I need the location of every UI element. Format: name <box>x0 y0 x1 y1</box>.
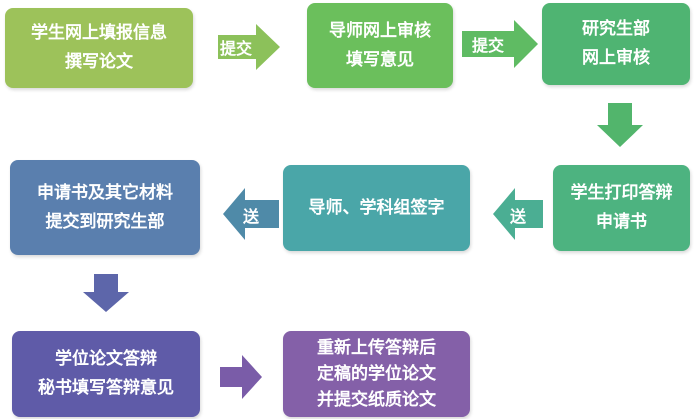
step-1-line-1: 学生网上填报信息 <box>31 23 167 43</box>
step-7-line-1: 学位论文答辩 <box>55 349 157 369</box>
arrow-4-label: 送 <box>510 207 527 226</box>
right-arrow-icon <box>220 355 262 399</box>
left-arrow-icon <box>223 188 279 240</box>
step-7-box: 学位论文答辩 秘书填写答辩意见 <box>12 331 200 417</box>
step-2-line-2: 填写意见 <box>346 49 414 70</box>
step-2-line-1: 导师网上审核 <box>329 20 431 41</box>
down-arrow-icon <box>83 274 129 312</box>
step-4-line-2: 申请书 <box>596 212 647 232</box>
step-3-line-2: 网上审核 <box>582 48 650 68</box>
step-3-box: 研究生部 网上审核 <box>542 3 690 85</box>
step-8-line-2: 定稿的学位论文 <box>317 364 436 384</box>
arrow-5-label: 送 <box>243 207 260 226</box>
step-6-line-2: 提交到研究生部 <box>45 211 165 232</box>
step-1-line-2: 撰写论文 <box>65 52 133 72</box>
step-4-line-1: 学生打印答辩 <box>570 183 673 203</box>
right-arrow-icon <box>218 24 280 70</box>
step-8-line-3: 并提交纸质论文 <box>317 390 436 410</box>
step-8-line-1: 重新上传答辩后 <box>317 338 436 358</box>
right-arrow-icon <box>462 20 538 68</box>
left-arrow-icon <box>493 188 543 240</box>
step-3-line-1: 研究生部 <box>582 19 650 39</box>
step-1-box: 学生网上填报信息 撰写论文 <box>5 8 193 88</box>
step-4-box: 学生打印答辩 申请书 <box>553 165 690 251</box>
step-6-box: 申请书及其它材料 提交到研究生部 <box>10 160 200 255</box>
arrow-2-label: 提交 <box>472 36 505 55</box>
step-8-box: 重新上传答辩后 定稿的学位论文 并提交纸质论文 <box>283 331 470 417</box>
step-7-line-2: 秘书填写答辩意见 <box>38 378 174 398</box>
down-arrow-icon <box>597 103 643 147</box>
step-5-box: 导师、学科组签字 <box>283 165 470 251</box>
arrow-1-label: 提交 <box>220 39 253 58</box>
step-5-line-1: 导师、学科组签字 <box>308 197 445 218</box>
step-6-line-1: 申请书及其它材料 <box>37 182 173 203</box>
step-2-box: 导师网上审核 填写意见 <box>307 3 453 88</box>
